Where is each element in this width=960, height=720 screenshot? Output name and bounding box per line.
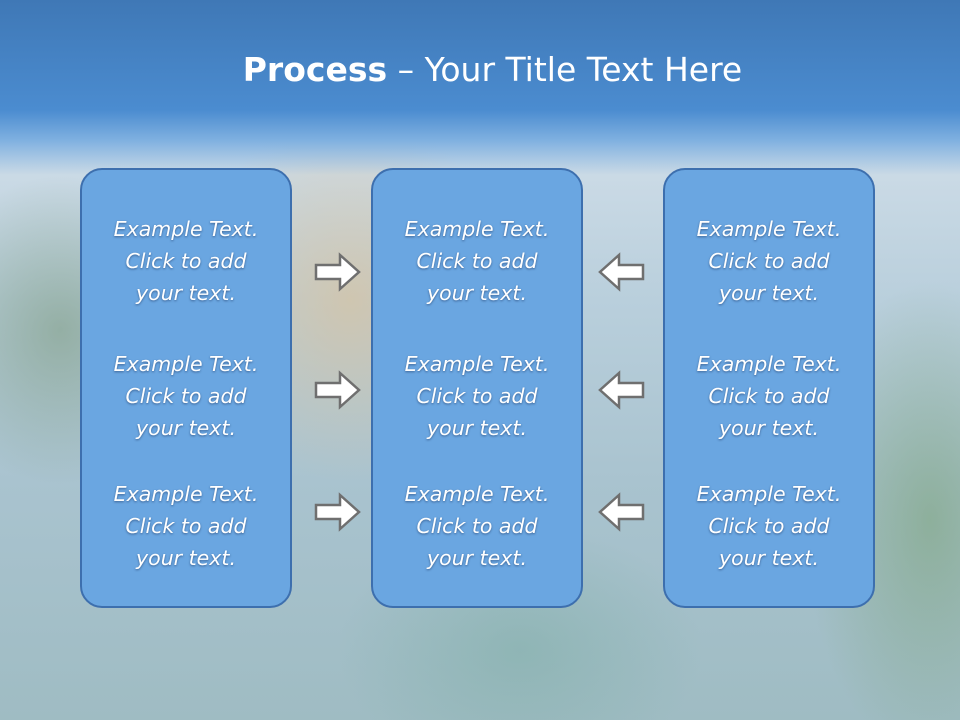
text-block[interactable]: Example Text. Click to add your text. — [665, 213, 873, 309]
left-arrow-icon[interactable] — [597, 370, 645, 410]
text-line: Example Text. — [696, 217, 842, 241]
text-line: your text. — [136, 546, 236, 570]
title-bold: Process — [242, 50, 388, 89]
slide-title[interactable]: Process – Your Title Text Here — [0, 50, 960, 89]
text-line: Example Text. — [113, 217, 259, 241]
text-line: Click to add — [416, 384, 538, 408]
text-line: your text. — [427, 281, 527, 305]
text-line: Example Text. — [113, 352, 259, 376]
title-rest: – Your Title Text Here — [387, 50, 743, 89]
text-line: Example Text. — [404, 482, 550, 506]
text-line: Example Text. — [113, 482, 259, 506]
text-line: your text. — [719, 546, 819, 570]
text-block[interactable]: Example Text. Click to add your text. — [665, 348, 873, 444]
text-line: Click to add — [708, 384, 830, 408]
text-line: your text. — [427, 416, 527, 440]
text-line: Click to add — [125, 384, 247, 408]
text-line: Click to add — [125, 249, 247, 273]
text-line: Click to add — [125, 514, 247, 538]
right-arrow-icon[interactable] — [314, 492, 362, 532]
left-arrow-icon[interactable] — [597, 252, 645, 292]
text-line: your text. — [719, 416, 819, 440]
text-line: Example Text. — [696, 482, 842, 506]
text-block[interactable]: Example Text. Click to add your text. — [82, 478, 290, 574]
left-arrow-icon[interactable] — [597, 492, 645, 532]
process-box-left[interactable]: Example Text. Click to add your text. Ex… — [80, 168, 292, 608]
text-line: your text. — [136, 416, 236, 440]
text-block[interactable]: Example Text. Click to add your text. — [82, 348, 290, 444]
text-line: your text. — [427, 546, 527, 570]
text-block[interactable]: Example Text. Click to add your text. — [82, 213, 290, 309]
text-block[interactable]: Example Text. Click to add your text. — [373, 213, 581, 309]
text-line: Click to add — [708, 514, 830, 538]
text-line: Click to add — [416, 514, 538, 538]
text-line: your text. — [136, 281, 236, 305]
right-arrow-icon[interactable] — [314, 252, 362, 292]
text-line: Click to add — [708, 249, 830, 273]
process-box-right[interactable]: Example Text. Click to add your text. Ex… — [663, 168, 875, 608]
text-line: Example Text. — [696, 352, 842, 376]
text-line: Example Text. — [404, 217, 550, 241]
process-box-middle[interactable]: Example Text. Click to add your text. Ex… — [371, 168, 583, 608]
text-line: your text. — [719, 281, 819, 305]
text-block[interactable]: Example Text. Click to add your text. — [373, 478, 581, 574]
text-block[interactable]: Example Text. Click to add your text. — [665, 478, 873, 574]
right-arrow-icon[interactable] — [314, 370, 362, 410]
text-block[interactable]: Example Text. Click to add your text. — [373, 348, 581, 444]
text-line: Example Text. — [404, 352, 550, 376]
text-line: Click to add — [416, 249, 538, 273]
